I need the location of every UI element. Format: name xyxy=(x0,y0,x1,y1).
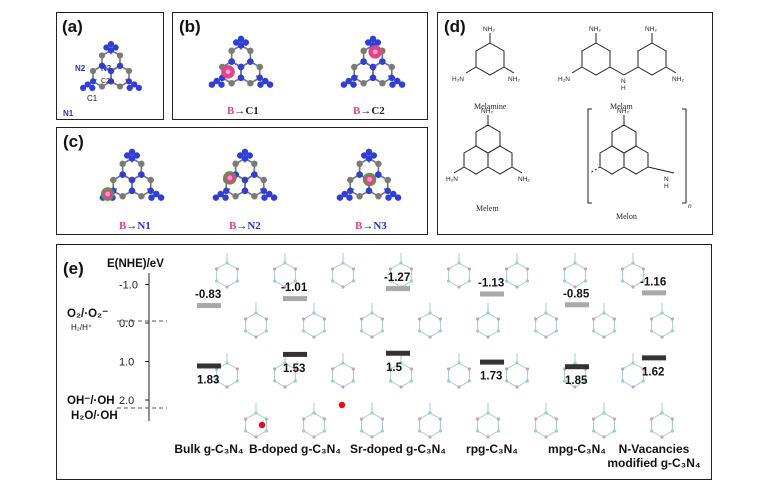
valence-band-label: 1.62 xyxy=(642,366,664,378)
conduction-band-bar xyxy=(480,291,504,297)
energy-diagram-svg: -1.0 0.0 1.0 2.0 E(NHE)/eV O₂/·O₂⁻ H₂/H⁺ OH⁻/·O… xyxy=(67,253,701,470)
axis-tick-label: 1.0 xyxy=(119,357,134,369)
valence-band-label: 1.83 xyxy=(197,374,219,386)
svg-text:H₂N: H₂N xyxy=(452,76,464,83)
axis-tick-label: 2.0 xyxy=(119,395,134,407)
conduction-band-label: -0.85 xyxy=(563,288,590,300)
panel-e-label: (e) xyxy=(63,259,84,278)
panel-c-label: (c) xyxy=(63,132,84,151)
panel-b: (b) B→C1 B→C2 xyxy=(172,12,428,120)
conduction-band-bar xyxy=(197,303,221,309)
svg-text:NH₂: NH₂ xyxy=(518,176,530,183)
svg-text:NH₂: NH₂ xyxy=(508,76,520,83)
svg-text:H₂N: H₂N xyxy=(446,176,458,183)
atom-label-c2: C2 xyxy=(101,78,110,85)
atom-label-n3: N3 xyxy=(101,64,112,73)
molecule-name-melem: Melem xyxy=(476,204,499,213)
panel-b-label: (b) xyxy=(179,17,201,36)
panel-a: (a) N2 N3 C2 C1 N1 xyxy=(56,12,164,120)
panel-e: (e) -1.0 0.0 1.0 2.0 E(NHE)/eV O₂/·O₂⁻ H₂/H⁺ OH… xyxy=(56,244,712,480)
valence-band-bar xyxy=(565,364,589,370)
valence-band-bar xyxy=(480,359,504,365)
caption-b-c1: B→C1 xyxy=(227,105,259,117)
material-name: mpg-C₃N₄ xyxy=(548,442,606,456)
atom-label-c1: C1 xyxy=(87,94,98,103)
axis-tick-label: 0.0 xyxy=(119,318,134,330)
svg-text:H: H xyxy=(664,183,669,190)
conduction-band-label: -1.16 xyxy=(640,276,666,288)
axis-title: E(NHE)/eV xyxy=(107,258,164,270)
atom-label-n2: N2 xyxy=(75,64,86,73)
caption-c-n3: B→N3 xyxy=(355,220,387,232)
panel-a-structure: N2 N3 C2 C1 N1 xyxy=(63,40,142,118)
reference-label: O₂/·O₂⁻ xyxy=(67,308,108,320)
valence-band-bar xyxy=(642,355,666,361)
panel-c: (c) B→N1 B→N2 B→N3 xyxy=(56,127,428,235)
svg-text:N: N xyxy=(664,176,669,183)
atom-label-n1: N1 xyxy=(63,109,74,118)
conduction-band-bar xyxy=(642,290,666,296)
valence-band-label: 1.53 xyxy=(283,363,305,375)
conduction-band-label: -1.01 xyxy=(281,282,308,294)
molecule-name-melon: Melon xyxy=(616,212,637,221)
panel-a-label: (a) xyxy=(62,17,83,36)
valence-band-label: 1.5 xyxy=(386,362,403,374)
svg-text:H₂N: H₂N xyxy=(558,76,570,83)
svg-text:NH₂: NH₂ xyxy=(481,108,493,115)
caption-c-n2: B→N2 xyxy=(229,220,261,232)
reference-sublabel: H₂O/·OH xyxy=(71,410,118,422)
svg-text:NH₂: NH₂ xyxy=(617,108,629,115)
conduction-band-bar xyxy=(283,296,307,302)
panel-c-structures xyxy=(99,148,402,201)
svg-text:NH₂: NH₂ xyxy=(672,76,684,83)
svg-text:N: N xyxy=(621,78,626,85)
conduction-band-label: -0.83 xyxy=(195,289,221,301)
material-name: Sr-doped g-C₃N₄ xyxy=(350,442,446,456)
molecule-name-melamine: Melamine xyxy=(474,102,507,111)
caption-b-c2: B→C2 xyxy=(353,105,385,117)
conduction-band-bar xyxy=(386,286,410,292)
caption-c-n1: B→N1 xyxy=(119,220,151,232)
panel-d-label: (d) xyxy=(444,17,466,36)
panel-b-structures xyxy=(208,35,406,88)
valence-band-bar xyxy=(283,351,307,357)
conduction-band-bar xyxy=(565,302,589,308)
material-name: Bulk g-C₃N₄ xyxy=(174,442,244,456)
valence-band-label: 1.73 xyxy=(480,371,502,383)
valence-band-bar xyxy=(386,350,410,356)
svg-text:NH₂: NH₂ xyxy=(645,26,657,33)
svg-text:NH₂: NH₂ xyxy=(589,26,601,33)
conduction-band-label: -1.27 xyxy=(384,272,410,284)
valence-band-bar xyxy=(197,363,221,369)
svg-text:n: n xyxy=(688,203,692,210)
material-name: B-doped g-C₃N₄ xyxy=(249,442,341,456)
reference-sublabel: H₂/H⁺ xyxy=(71,323,92,332)
reference-label: OH⁻/·OH xyxy=(67,395,115,407)
axis-tick-label: -1.0 xyxy=(119,280,138,292)
valence-band-label: 1.85 xyxy=(565,375,588,387)
conduction-band-label: -1.13 xyxy=(478,277,504,289)
molecule-name-melam: Melam xyxy=(610,102,633,111)
material-name: rpg-C₃N₄ xyxy=(466,442,518,456)
svg-text:NH₂: NH₂ xyxy=(483,26,495,33)
material-name: modified g-C₃N₄ xyxy=(607,456,701,470)
svg-text:H: H xyxy=(621,85,626,92)
material-name: N-Vacancies xyxy=(619,442,690,456)
